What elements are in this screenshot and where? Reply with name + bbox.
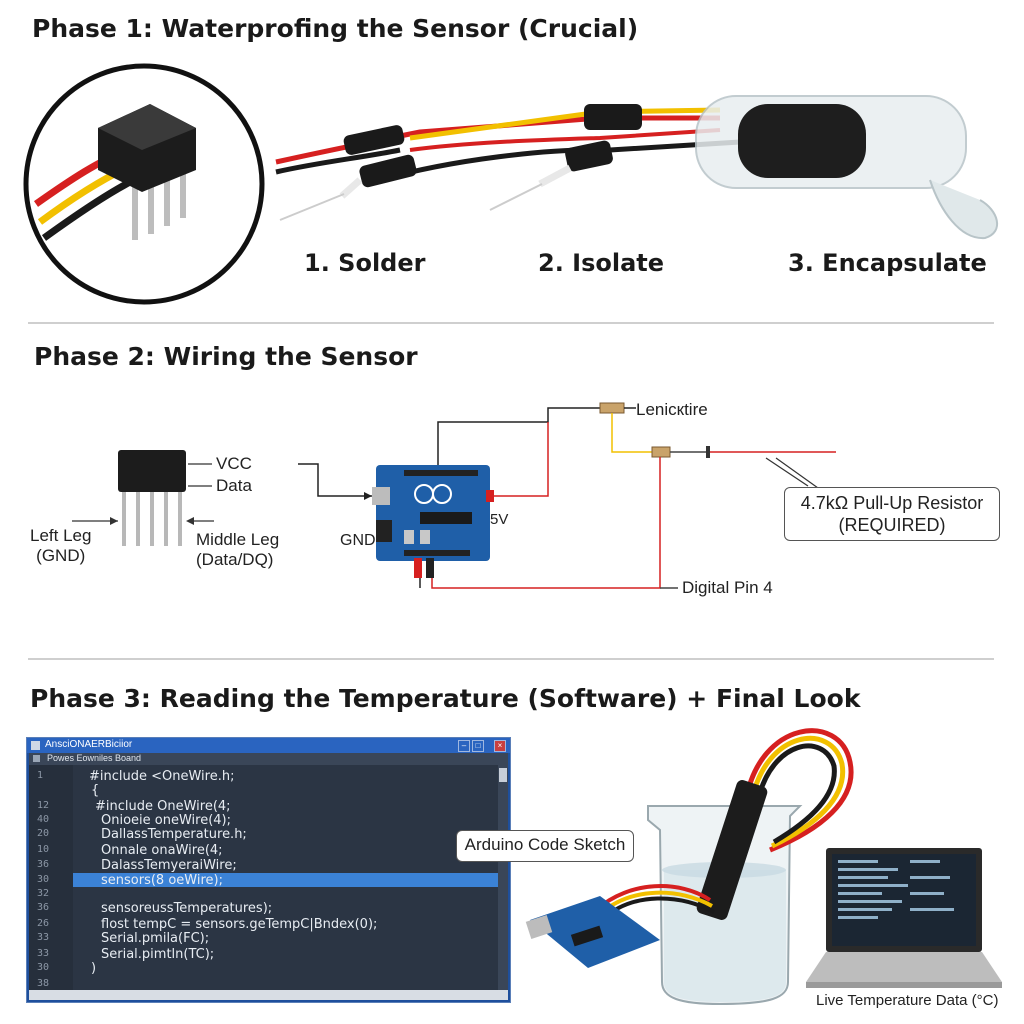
line-number: 38	[37, 978, 50, 989]
line-number: 30	[37, 874, 50, 885]
lenicktire-label: Lenicкtire	[636, 400, 708, 419]
sensor-closeup	[33, 104, 196, 241]
code-line[interactable]: Serial.pmila(FC);	[101, 931, 210, 946]
line-number: 10	[37, 844, 50, 855]
line-number: 1	[37, 770, 44, 781]
line-number: 33	[37, 932, 50, 943]
editor-menubar[interactable]: Powes Eowniles Boand	[29, 753, 508, 765]
arduino-board	[372, 465, 490, 561]
code-line[interactable]: DallassTemperature.h;	[101, 827, 247, 842]
code-line[interactable]: {	[91, 783, 100, 798]
code-line[interactable]: Onnale onaWire(4;	[101, 843, 223, 858]
editor-titlebar[interactable]: AnsciONAERBiciior – □ ×	[27, 738, 510, 753]
final-arduino-board	[525, 896, 660, 968]
5v-label: 5V	[490, 511, 509, 528]
resistor-callout: 4.7kΩ Pull-Up Resistor (REQUIRED)	[784, 487, 1000, 541]
laptop	[806, 848, 1002, 988]
code-line[interactable]: sensors(8 oeWire);	[101, 873, 223, 888]
code-line[interactable]: flost tempC = sensors.geTempC|Bndex(0);	[101, 917, 378, 932]
editor-menu[interactable]: Powes Eowniles Boand	[47, 753, 142, 763]
step-encapsulate-label: 3. Encapsulate	[788, 249, 987, 277]
maximize-button[interactable]: □	[472, 740, 484, 752]
step-solder-label: 1. Solder	[304, 249, 426, 277]
line-number: 30	[37, 962, 50, 973]
line-number: 36	[37, 902, 50, 913]
line-gutter	[29, 765, 73, 990]
sensor-symbol	[118, 450, 186, 546]
line-number: 40	[37, 814, 50, 825]
vcc-label: VCC	[216, 454, 252, 473]
line-number: 36	[37, 859, 50, 870]
close-button[interactable]: ×	[494, 740, 506, 752]
live-temperature-label: Live Temperature Data (°C)	[816, 992, 999, 1009]
digital-pin-label: Digital Pin 4	[682, 578, 773, 597]
editor-title: AnsciONAERBiciior	[45, 739, 133, 750]
menu-icon	[33, 755, 40, 762]
code-editor-window[interactable]: AnsciONAERBiciior – □ × Powes Eowniles B…	[26, 737, 511, 1003]
laptop-screen-text	[838, 860, 954, 919]
code-sketch-callout: Arduino Code Sketch	[456, 830, 634, 862]
horizontal-scrollbar[interactable]	[29, 990, 508, 1000]
app-icon	[31, 741, 40, 750]
line-number: 12	[37, 800, 50, 811]
line-number: 32	[37, 888, 50, 899]
highlighted-line	[73, 873, 503, 887]
middle-leg-label: Middle Leg (Data/DQ)	[196, 530, 280, 570]
scroll-thumb[interactable]	[499, 768, 507, 782]
minimize-button[interactable]: –	[458, 740, 470, 752]
divider-2	[28, 658, 994, 660]
code-area[interactable]: 1 #include <OneWire.h;{12 #include OneWire…	[29, 765, 508, 990]
phase3-title: Phase 3: Reading the Temperature (Softwa…	[30, 684, 861, 713]
code-line[interactable]: sensoreussTemperatures);	[101, 901, 273, 916]
vertical-scrollbar[interactable]	[498, 765, 508, 990]
divider-1	[28, 322, 994, 324]
gnd-label: GND	[340, 532, 376, 549]
code-line[interactable]: )	[91, 961, 97, 976]
code-line[interactable]: #include <OneWire.h;	[89, 769, 235, 784]
left-leg-label: Left Leg (GND)	[30, 526, 92, 566]
code-line[interactable]: Onioeie oneWire(4);	[101, 813, 231, 828]
phase2-title: Phase 2: Wiring the Sensor	[34, 342, 418, 371]
line-number: 33	[37, 948, 50, 959]
soldered-wires	[275, 95, 999, 240]
data-label: Data	[216, 476, 252, 495]
code-line[interactable]: DalassTemyeraiWire;	[101, 858, 237, 873]
step-isolate-label: 2. Isolate	[538, 249, 665, 277]
code-line[interactable]: Serial.pimtln(TC);	[101, 947, 215, 962]
code-line[interactable]: #include OneWire(4;	[95, 799, 231, 814]
phase1-title: Phase 1: Waterprofing the Sensor (Crucia…	[32, 14, 639, 43]
line-number: 20	[37, 828, 50, 839]
line-number: 26	[37, 918, 50, 929]
